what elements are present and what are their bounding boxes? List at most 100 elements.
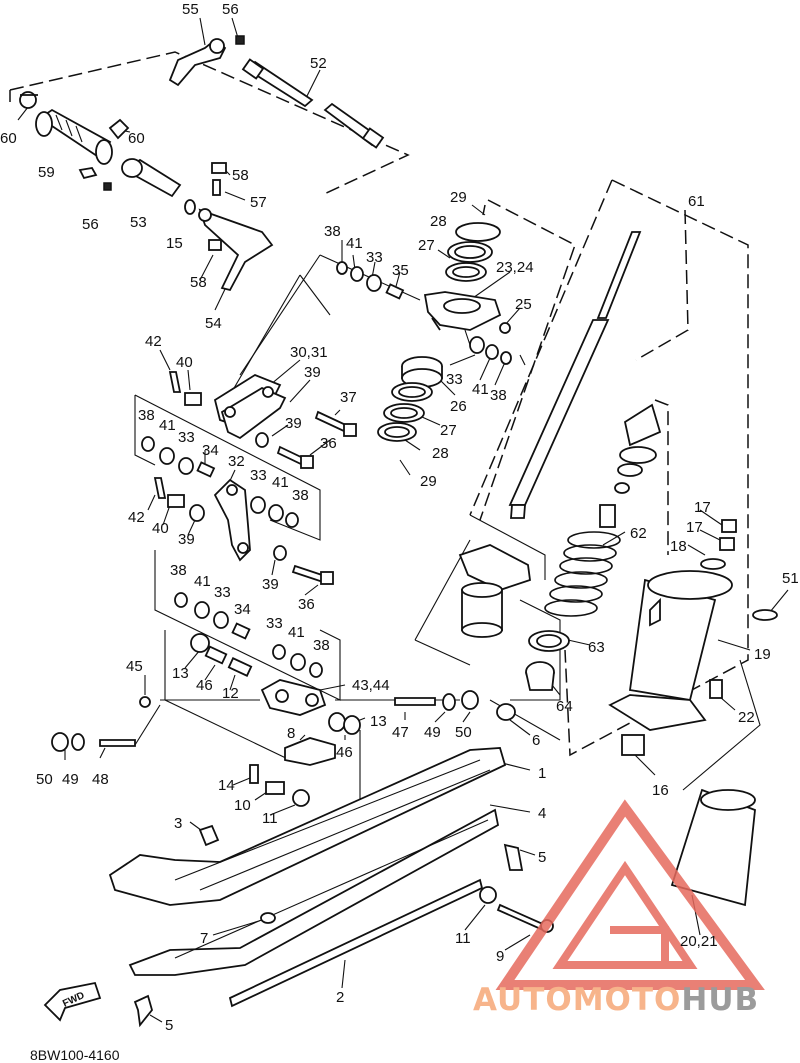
part-spacer-26 [377, 356, 443, 442]
part-filter-cup-20-21 [670, 788, 756, 907]
callout-label: 43,44 [352, 677, 390, 694]
callout-label: 33 [178, 429, 195, 446]
callout-label: 48 [92, 771, 109, 788]
part-shock-lower-eye [458, 544, 531, 638]
callout-label: 41 [472, 381, 489, 398]
callout-label: 41 [194, 573, 211, 590]
watermark-text: AUTOMOTOHUB [473, 982, 759, 1018]
callout-label: 47 [392, 724, 409, 741]
callout-label: 39 [178, 531, 195, 548]
part-slide-2 [228, 878, 484, 1008]
watermark-text-part1: AUTOMOTO [473, 982, 681, 1018]
callout-label: 41 [346, 235, 363, 252]
part-pin-56-top [235, 35, 245, 45]
callout-label: 9 [496, 948, 504, 965]
callout-label: 46 [336, 744, 353, 761]
callout-label: 1 [538, 765, 546, 782]
watermark-text-part2: HUB [681, 982, 759, 1018]
part-pivot-arm-55 [168, 38, 227, 87]
callout-label: 30,31 [290, 344, 328, 361]
part-rail-4 [128, 808, 500, 976]
part-bolt-36 [276, 445, 334, 585]
callout-label: 16 [652, 782, 669, 799]
part-pin-57 [212, 179, 221, 196]
callout-label: 58 [232, 167, 249, 184]
part-shaft-52 [241, 58, 385, 149]
callout-label: 27 [440, 422, 457, 439]
callout-label: 41 [272, 474, 289, 491]
callout-label: 57 [250, 194, 267, 211]
callout-label: 38 [170, 562, 187, 579]
group-outline-top [9, 51, 410, 196]
callout-label: 33 [446, 371, 463, 388]
callout-label: 14 [218, 777, 235, 794]
part-bushings-lower [174, 592, 323, 678]
part-link-plates-30-31 [213, 373, 287, 440]
callout-label: 63 [588, 639, 605, 656]
part-washers-49-50 [51, 690, 479, 752]
part-bolt-37 [314, 410, 357, 437]
part-top-plate-29 [445, 222, 501, 282]
part-shaft-53 [121, 158, 182, 198]
part-fwd-arrow [43, 981, 102, 1022]
callout-label: 38 [138, 407, 155, 424]
callout-label: 29 [420, 473, 437, 490]
callout-label: 38 [324, 223, 341, 240]
callout-label: 23,24 [496, 259, 534, 276]
callout-label: 29 [450, 189, 467, 206]
part-grip-59 [19, 91, 113, 165]
callout-label: 5 [538, 849, 546, 866]
part-pivot-43-44 [260, 679, 327, 716]
callout-label: 42 [145, 333, 162, 350]
callout-label: 17 [694, 499, 711, 516]
callout-label: 35 [392, 262, 409, 279]
callout-label: 33 [366, 249, 383, 266]
callout-label: 52 [310, 55, 327, 72]
callout-label: 53 [130, 214, 147, 231]
callout-label: 50 [455, 724, 472, 741]
callout-label: 58 [190, 274, 207, 291]
part-small-56 [103, 182, 112, 191]
callout-label: 28 [430, 213, 447, 230]
part-nut-6-45 [139, 696, 516, 721]
callout-label: 11 [455, 930, 471, 947]
callout-label: 4 [538, 805, 546, 822]
callout-label: 46 [196, 677, 213, 694]
callout-label: 54 [205, 315, 222, 332]
callout-label: 50 [36, 771, 53, 788]
callout-label: 62 [630, 525, 647, 542]
callout-label: 45 [126, 658, 143, 675]
callout-label: 3 [174, 815, 182, 832]
part-spring-62 [525, 403, 662, 691]
part-washer-15 [184, 199, 196, 215]
callout-label: 34 [202, 442, 219, 459]
callout-label: 7 [200, 930, 208, 947]
part-cap-17-18 [700, 519, 778, 699]
callout-label: 38 [313, 637, 330, 654]
callout-label: 11 [262, 810, 278, 827]
spring-coils [544, 531, 621, 617]
callout-label: 2 [336, 989, 344, 1006]
callout-label: 28 [432, 445, 449, 462]
callout-label: 13 [172, 665, 189, 682]
part-lever-54 [198, 208, 274, 292]
callout-label: 22 [738, 709, 755, 726]
callout-label: 39 [262, 576, 279, 593]
callout-label: 15 [166, 235, 183, 252]
automotohub-watermark: AUTOMOTOHUB [473, 799, 765, 1018]
callout-label: 20,21 [680, 933, 718, 950]
callout-label: 59 [38, 164, 55, 181]
callout-label: 33 [250, 467, 267, 484]
part-rod-61 [508, 231, 642, 519]
callout-label: 17 [686, 519, 703, 536]
callout-label: 39 [285, 415, 302, 432]
callout-label: 60 [0, 130, 17, 147]
callout-label: 18 [670, 538, 687, 555]
callout-label: 61 [688, 193, 705, 210]
callout-label: 41 [159, 417, 176, 434]
callout-label: 51 [782, 570, 799, 587]
callout-label: 39 [304, 364, 321, 381]
callout-label: 34 [234, 601, 251, 618]
callout-label: 36 [320, 435, 337, 452]
